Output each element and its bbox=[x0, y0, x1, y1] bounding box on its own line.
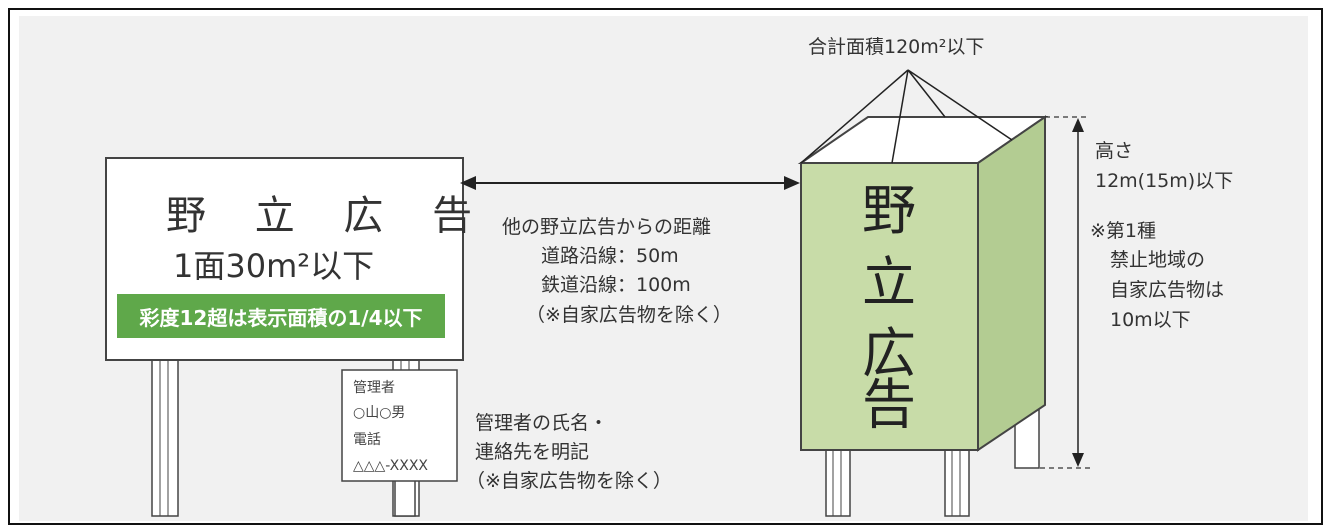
distance-note-road: 道路沿線：50m bbox=[541, 245, 679, 267]
height-sub-note-3: 自家広告物は bbox=[1110, 279, 1225, 301]
manager-plate-post bbox=[394, 479, 416, 517]
total-area-label: 合計面積120m²以下 bbox=[808, 36, 985, 58]
height-sub-note-1: ※第1種 bbox=[1090, 220, 1157, 242]
left-sign-post-left bbox=[151, 357, 179, 517]
manager-plate-phone-label: 電話 bbox=[353, 432, 381, 448]
height-arrow-bottom bbox=[1072, 453, 1084, 467]
manager-plate-name: ○山○男 bbox=[353, 405, 406, 421]
distance-note-rail: 鉄道沿線：100m bbox=[541, 274, 691, 296]
saturation-note-band: 彩度12超は表示面積の1/4以下 bbox=[117, 294, 445, 338]
manager-note-line2: 連絡先を明記 bbox=[475, 441, 590, 463]
height-value: 12m(15m)以下 bbox=[1095, 170, 1234, 192]
distance-note-exception: （※自家広告物を除く） bbox=[526, 304, 732, 326]
distance-note-title: 他の野立広告からの距離 bbox=[502, 216, 712, 238]
manager-note-line1: 管理者の氏名・ bbox=[475, 412, 609, 434]
distance-arrow-left-head bbox=[460, 176, 476, 190]
tower-side-face bbox=[977, 115, 1046, 452]
tower-post-front-left bbox=[825, 447, 851, 517]
left-sign-area-limit: 1面30m²以下 bbox=[173, 247, 375, 285]
tower-char-4: 告 bbox=[862, 373, 916, 436]
manager-note-exception: （※自家広告物を除く） bbox=[466, 470, 672, 492]
tower-char-1: 野 bbox=[862, 179, 916, 242]
height-label: 高さ bbox=[1095, 140, 1134, 162]
manager-plate-phone: △△△-XXXX bbox=[353, 458, 429, 474]
tower-char-2: 立 bbox=[862, 251, 916, 314]
distance-arrow-right-head bbox=[784, 176, 800, 190]
height-sub-note-4: 10m以下 bbox=[1110, 309, 1191, 331]
height-sub-note-2: 禁止地域の bbox=[1110, 249, 1206, 271]
left-sign-title: 野 立 広 告 bbox=[166, 193, 491, 239]
area-leader-3 bbox=[907, 69, 946, 118]
area-leader-4 bbox=[907, 69, 1013, 141]
tower-char-3: 広 bbox=[862, 322, 916, 385]
manager-plate-board bbox=[341, 369, 458, 482]
manager-plate-label: 管理者 bbox=[353, 380, 395, 396]
height-arrow-top bbox=[1072, 118, 1084, 132]
area-leader-2 bbox=[891, 69, 909, 164]
tower-post-front-right bbox=[944, 447, 970, 517]
tower-front-face bbox=[800, 162, 979, 451]
area-leader-1 bbox=[800, 69, 909, 164]
